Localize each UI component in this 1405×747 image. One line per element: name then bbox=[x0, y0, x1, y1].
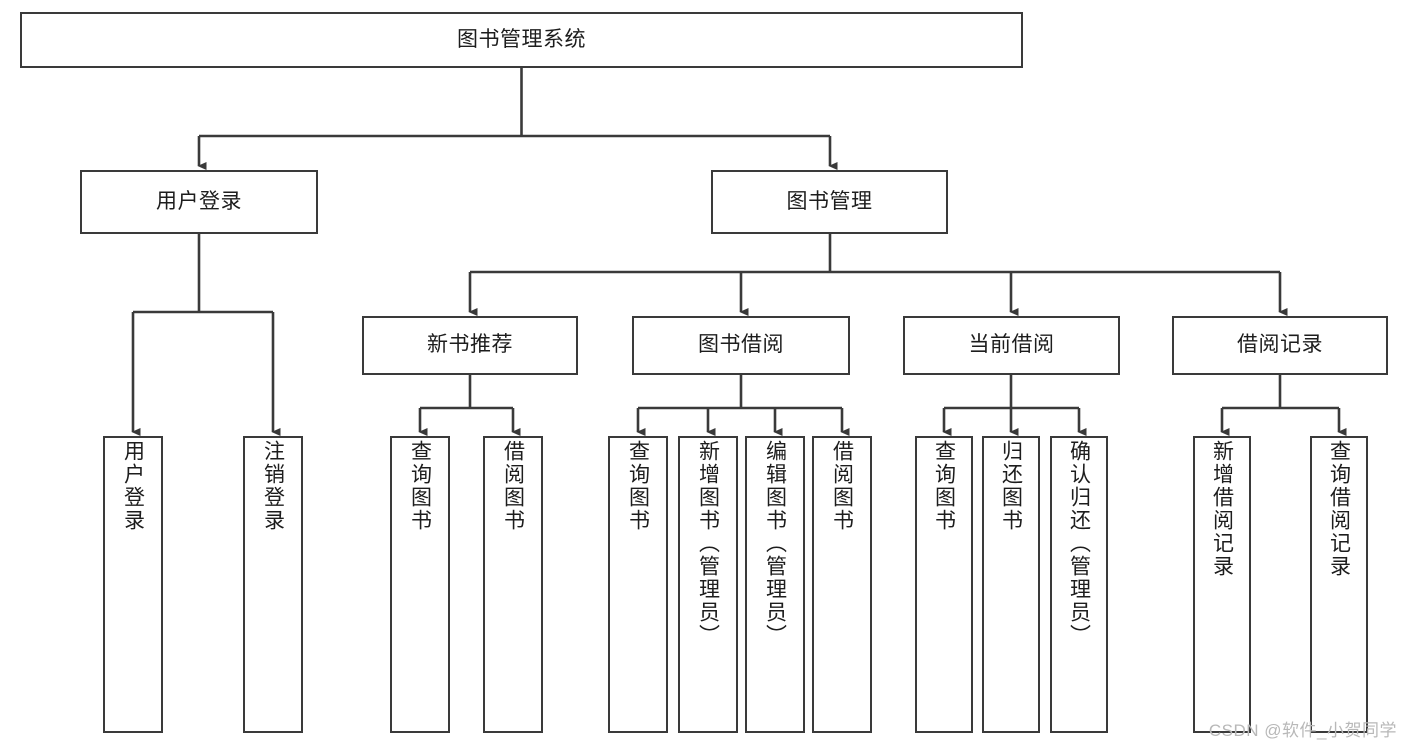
node-leaf-user-login-label: 用户登录 bbox=[121, 440, 145, 532]
node-leaf-return-book-label: 归还图书 bbox=[999, 440, 1023, 532]
node-current-borrow-label: 当前借阅 bbox=[968, 333, 1055, 357]
node-book-manage[interactable]: 图书管理 bbox=[711, 170, 948, 234]
node-leaf-query-book-rec[interactable]: 查询图书 bbox=[390, 436, 450, 733]
node-leaf-user-login[interactable]: 用户登录 bbox=[103, 436, 163, 733]
node-root-label: 图书管理系统 bbox=[457, 27, 586, 51]
node-leaf-query-book-bor-label: 查询图书 bbox=[626, 440, 650, 532]
node-leaf-query-book-cur-label: 查询图书 bbox=[932, 440, 956, 532]
node-leaf-return-book[interactable]: 归还图书 bbox=[982, 436, 1040, 733]
node-leaf-add-record-label: 新增借阅记录 bbox=[1210, 440, 1234, 578]
node-leaf-edit-book-label: 编辑图书（管理员） bbox=[763, 440, 787, 647]
node-book-manage-label: 图书管理 bbox=[786, 189, 873, 213]
node-book-borrow-label: 图书借阅 bbox=[698, 333, 784, 357]
csdn-watermark: CSDN @软件_小贺同学 bbox=[1208, 721, 1397, 740]
node-leaf-query-record[interactable]: 查询借阅记录 bbox=[1310, 436, 1368, 733]
node-root[interactable]: 图书管理系统 bbox=[20, 12, 1023, 68]
node-current-borrow[interactable]: 当前借阅 bbox=[903, 316, 1120, 375]
node-leaf-add-record[interactable]: 新增借阅记录 bbox=[1193, 436, 1251, 733]
node-user-login-label: 用户登录 bbox=[156, 189, 242, 213]
node-leaf-confirm-return-label: 确认归还（管理员） bbox=[1067, 440, 1091, 647]
node-user-login[interactable]: 用户登录 bbox=[80, 170, 318, 234]
node-leaf-user-logout[interactable]: 注销登录 bbox=[243, 436, 303, 733]
node-leaf-confirm-return[interactable]: 确认归还（管理员） bbox=[1050, 436, 1108, 733]
node-leaf-borrow-book[interactable]: 借阅图书 bbox=[812, 436, 872, 733]
node-leaf-user-logout-label: 注销登录 bbox=[261, 440, 285, 532]
node-borrow-record-label: 借阅记录 bbox=[1237, 333, 1323, 357]
node-book-borrow[interactable]: 图书借阅 bbox=[632, 316, 850, 375]
node-new-book-rec-label: 新书推荐 bbox=[427, 333, 513, 357]
node-borrow-record[interactable]: 借阅记录 bbox=[1172, 316, 1388, 375]
node-leaf-query-record-label: 查询借阅记录 bbox=[1327, 440, 1351, 578]
node-leaf-edit-book[interactable]: 编辑图书（管理员） bbox=[745, 436, 805, 733]
node-leaf-add-book[interactable]: 新增图书（管理员） bbox=[678, 436, 738, 733]
node-leaf-query-book-cur[interactable]: 查询图书 bbox=[915, 436, 973, 733]
node-leaf-borrow-book-rec[interactable]: 借阅图书 bbox=[483, 436, 543, 733]
node-leaf-query-book-rec-label: 查询图书 bbox=[408, 440, 432, 532]
node-leaf-borrow-book-rec-label: 借阅图书 bbox=[501, 440, 525, 532]
node-new-book-rec[interactable]: 新书推荐 bbox=[362, 316, 578, 375]
node-leaf-query-book-bor[interactable]: 查询图书 bbox=[608, 436, 668, 733]
node-leaf-borrow-book-label: 借阅图书 bbox=[830, 440, 854, 532]
node-leaf-add-book-label: 新增图书（管理员） bbox=[696, 440, 720, 647]
